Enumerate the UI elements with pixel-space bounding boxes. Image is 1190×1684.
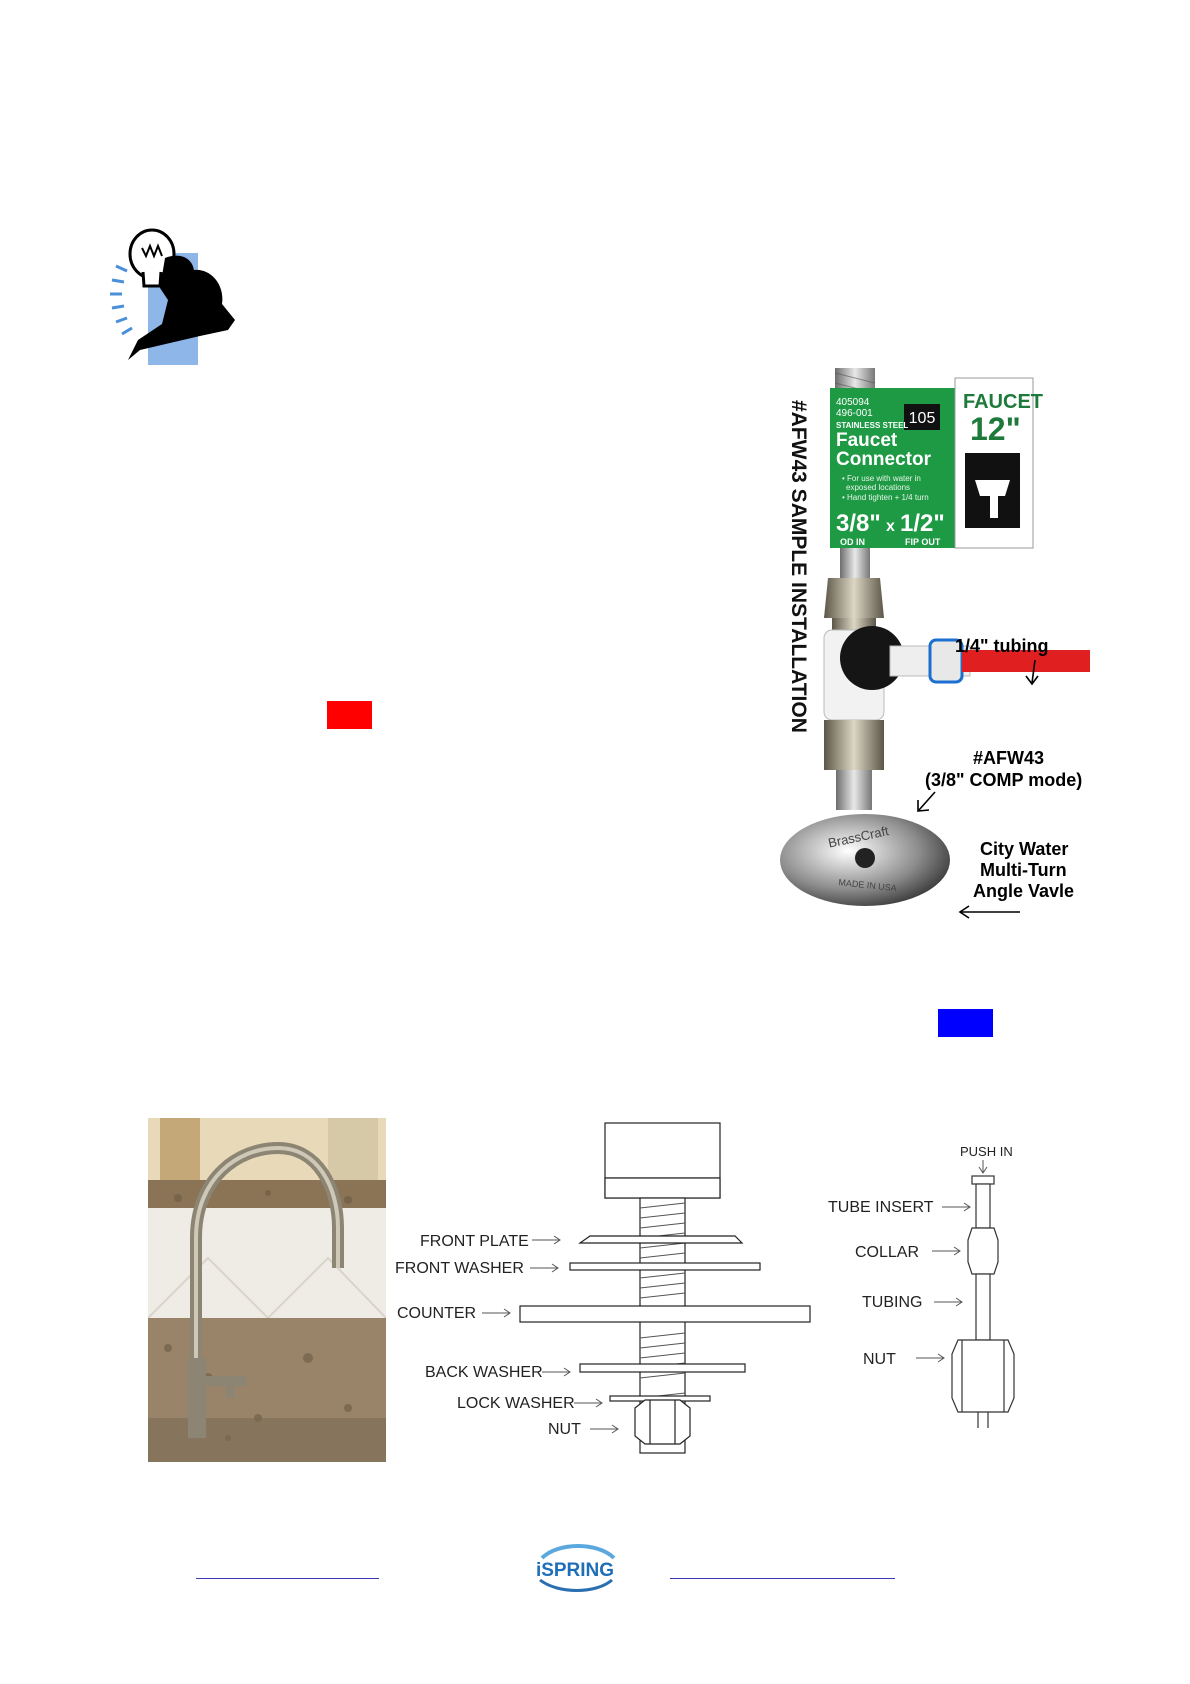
tag-name-1: Faucet: [836, 430, 898, 451]
callout-valve-1: City Water: [980, 839, 1068, 859]
photo-title: #AFW43 SAMPLE INSTALLATION: [787, 400, 810, 733]
footer-link-line-right[interactable]: [670, 1578, 895, 1579]
faucet-mount-diagram: FRONT PLATE FRONT WASHER COUNTER BACK WA…: [395, 1122, 811, 1454]
footer-link-line-left[interactable]: [196, 1578, 379, 1579]
tag-part-number: 405094: [836, 397, 870, 408]
label-nut: NUT: [548, 1421, 581, 1438]
label-collar: COLLAR: [855, 1244, 919, 1261]
label-counter: COUNTER: [397, 1305, 476, 1322]
tag-size-left: 3/8": [836, 510, 881, 537]
tube-connection-diagram: PUSH IN TUBE INSERT COLLAR TUBING NUT: [828, 1144, 1015, 1428]
red-marker: [327, 701, 372, 729]
tag-flag-1: FAUCET: [963, 391, 1043, 413]
callout-valve-2: Multi-Turn: [980, 860, 1067, 880]
tag-size-right: 1/2": [900, 510, 945, 537]
photo-vertical-title: #AFW43 SAMPLE INSTALLATION: [787, 400, 810, 733]
tag-name-2: Connector: [836, 449, 932, 470]
mount-arrows: [482, 1235, 619, 1434]
blue-marker: [938, 1009, 993, 1037]
tag-code: 105: [909, 410, 936, 427]
callout-arrows: [917, 659, 1039, 919]
label-tube-nut: NUT: [863, 1351, 896, 1368]
label-front-plate: FRONT PLATE: [420, 1233, 529, 1250]
callout-valve-3: Angle Vavle: [973, 881, 1074, 901]
photo-callouts: 1/4" tubing #AFW43 (3/8" COMP mode) City…: [917, 636, 1082, 919]
tag-sub-number: 496-001: [836, 408, 873, 419]
drinking-faucet-photo: [148, 1118, 386, 1462]
lightbulb-idea-icon: [110, 228, 235, 365]
tag-flag-2: 12": [970, 411, 1021, 447]
label-back-washer: BACK WASHER: [425, 1364, 543, 1381]
installation-photo: 105 405094 496-001 STAINLESS STEEL Fauce…: [780, 368, 1090, 933]
logo-text: iSPRING: [536, 1560, 614, 1581]
faucet-connector-illustration: 105 405094 496-001 STAINLESS STEEL Fauce…: [780, 368, 1090, 906]
callout-afw-2: (3/8" COMP mode): [925, 770, 1082, 790]
callout-afw-1: #AFW43: [973, 748, 1044, 768]
tag-od: OD IN: [840, 537, 865, 547]
label-push-in: PUSH IN: [960, 1144, 1013, 1159]
label-tube-insert: TUBE INSERT: [828, 1199, 934, 1216]
tag-note-2: exposed locations: [846, 483, 910, 492]
ispring-logo: iSPRING: [536, 1544, 616, 1592]
tag-fip: FIP OUT: [905, 537, 941, 547]
label-tubing: TUBING: [862, 1294, 922, 1311]
tag-note-3: • Hand tighten + 1/4 turn: [842, 493, 929, 502]
tag-size-x: x: [886, 518, 895, 535]
tag-material: STAINLESS STEEL: [836, 421, 908, 430]
tube-arrows: [916, 1160, 988, 1363]
label-lock-washer: LOCK WASHER: [457, 1395, 575, 1412]
callout-tubing: 1/4" tubing: [955, 636, 1049, 656]
label-front-washer: FRONT WASHER: [395, 1260, 524, 1277]
tag-note-1: • For use with water in: [842, 474, 921, 483]
